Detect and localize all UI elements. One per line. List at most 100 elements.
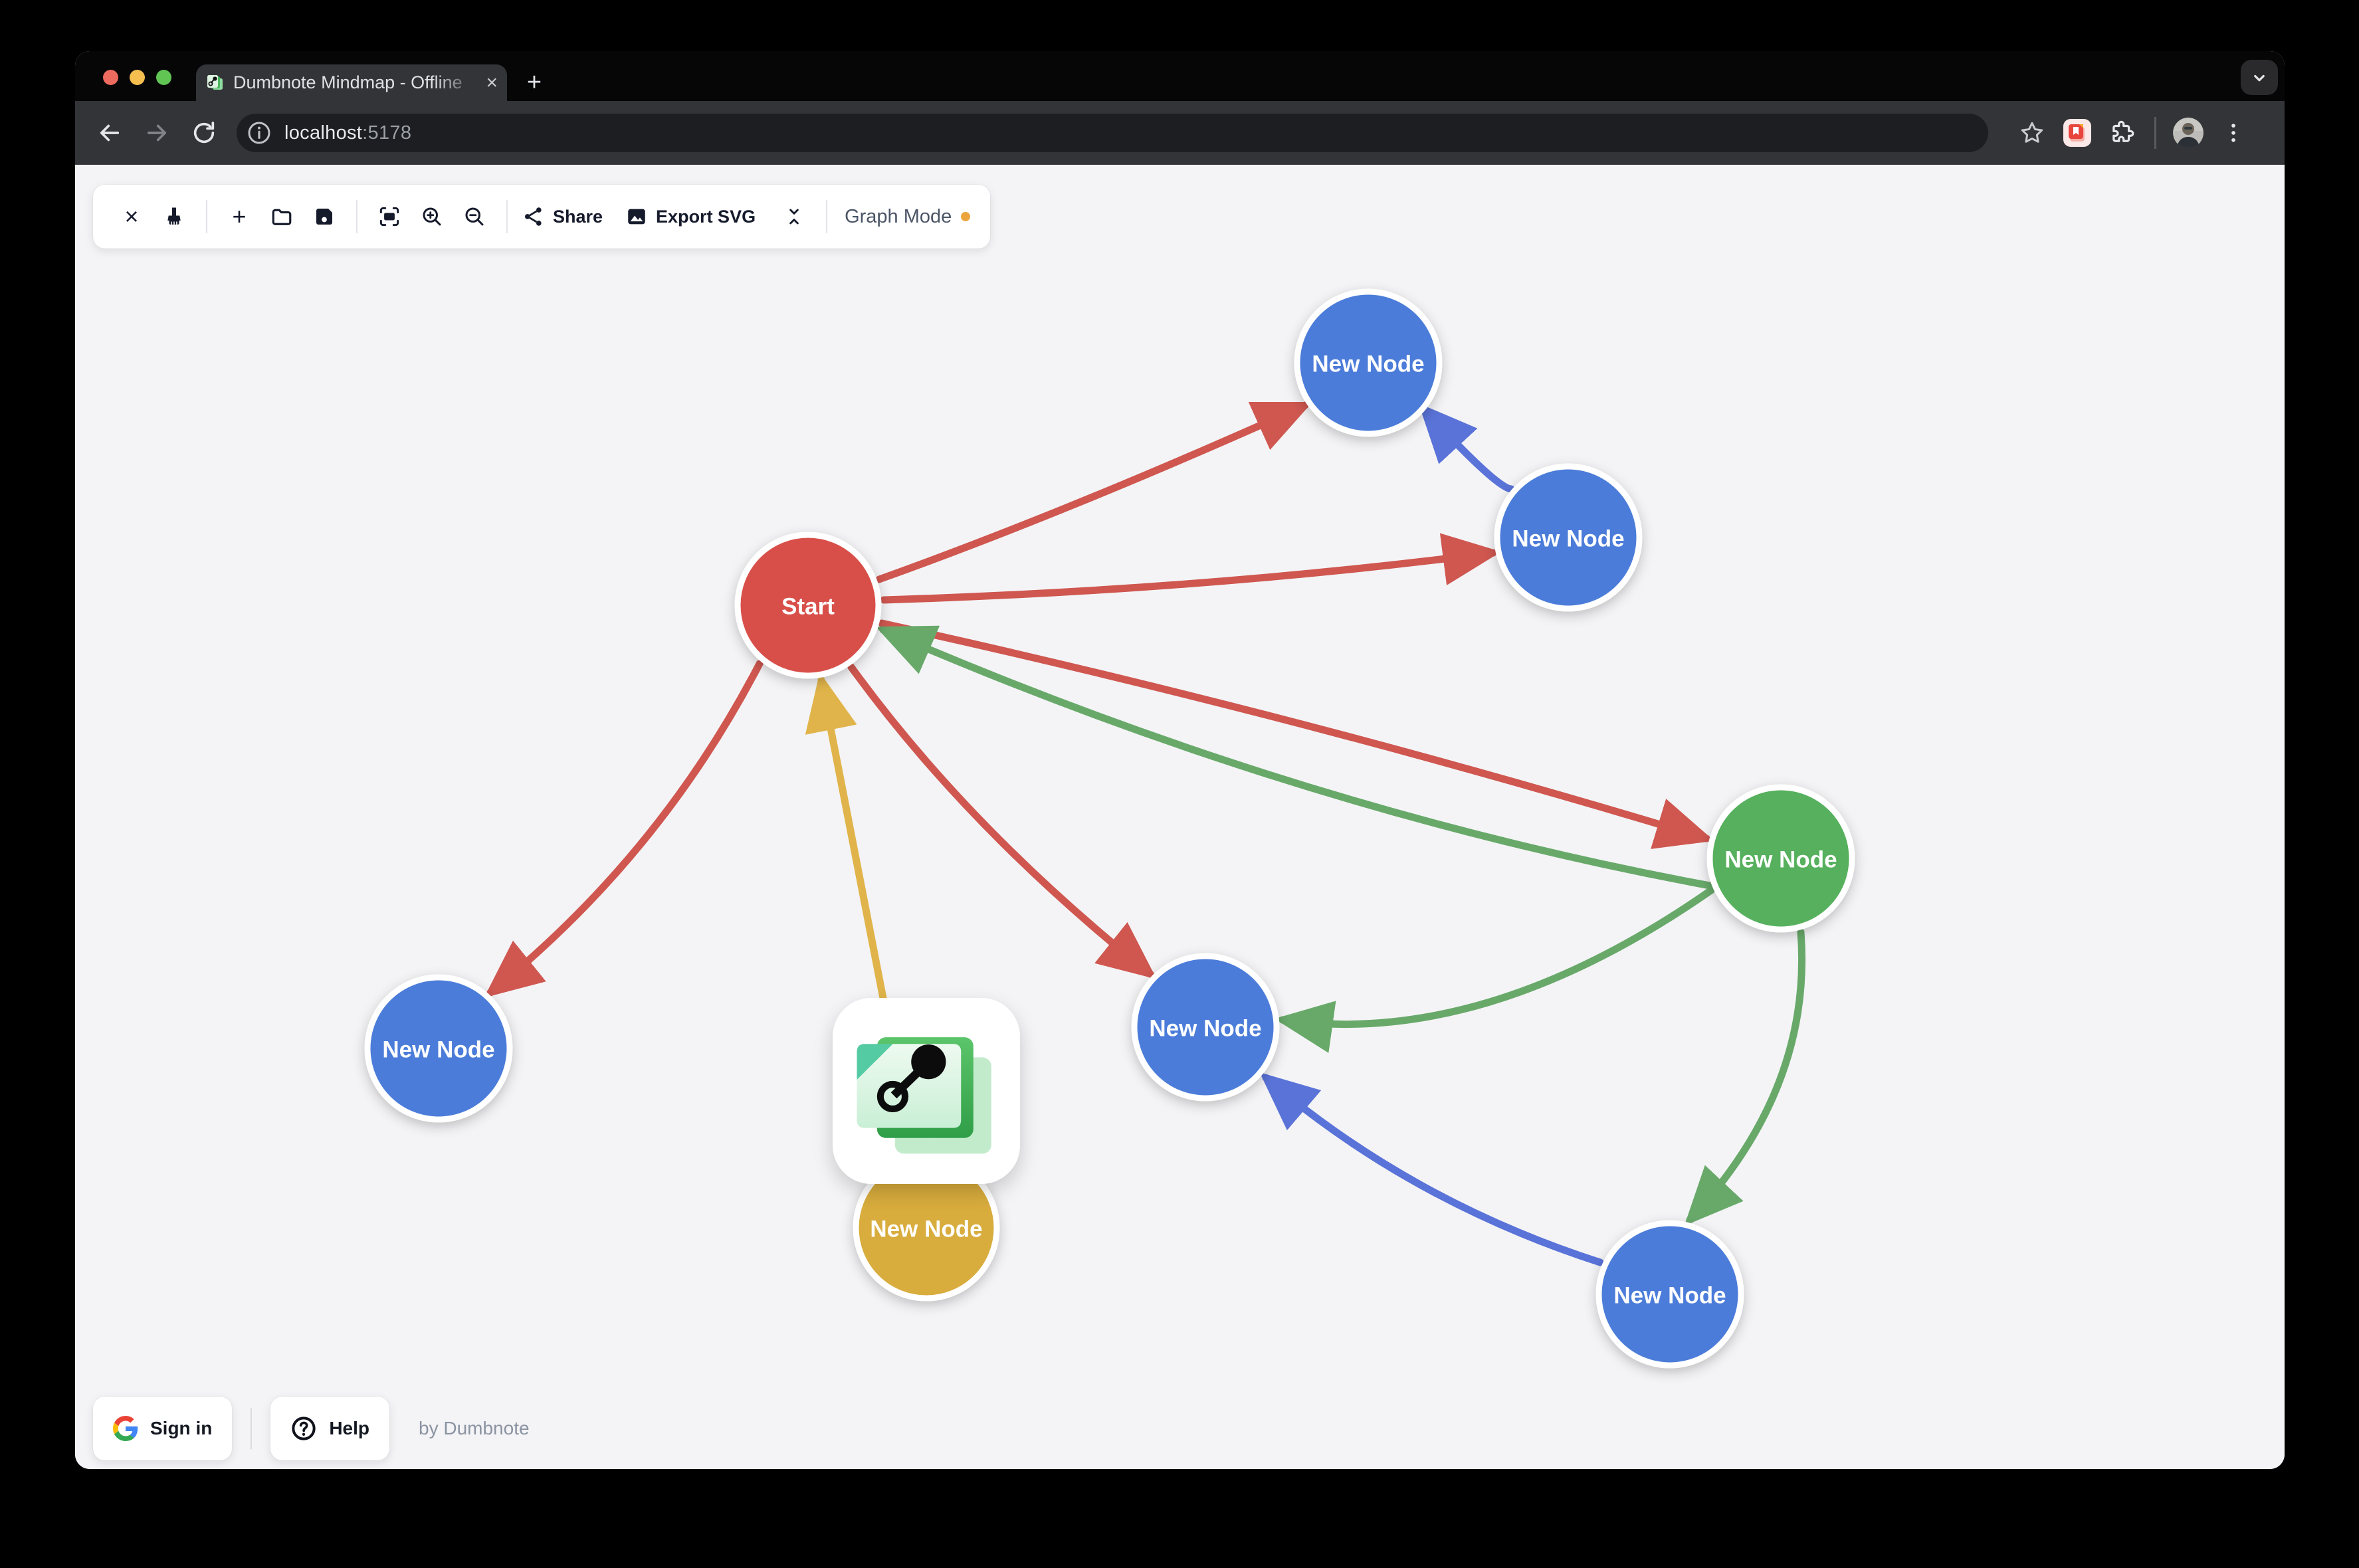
node-label: New Node [1149,1016,1261,1042]
node-circle[interactable] [1294,288,1443,437]
node-circle[interactable] [1494,463,1643,612]
toolbar-separator [356,200,358,233]
graph-mode-control[interactable]: Graph Mode [845,205,971,228]
page-footer: Sign in Help by Dumbnote [93,1397,530,1460]
add-node-button[interactable]: + [218,197,260,237]
edge-start-to-mid [847,663,1157,979]
url-host: localhost [284,122,363,144]
stacked-notes-icon [857,1037,991,1154]
browser-window: Dumbnote Mindmap - Offline × + local [75,51,2285,1469]
address-bar[interactable]: localhost:5178 [237,114,1988,152]
edge-start-to-top [875,401,1313,583]
edge-bottom-right-to-mid [1259,1072,1604,1266]
share-label: Share [553,206,603,227]
url-text: localhost:5178 [284,122,411,144]
node-circle[interactable] [734,532,882,679]
browser-toolbar: localhost:5178 [75,101,2285,165]
back-button[interactable] [95,118,124,147]
new-tab-button[interactable]: + [526,68,542,96]
browser-menu-icon[interactable] [2218,118,2249,148]
node-label: New Node [1512,526,1624,552]
minimize-window-button[interactable] [130,70,145,85]
folder-icon [272,209,292,225]
google-signin-button[interactable]: Sign in [93,1397,233,1460]
signin-label: Sign in [150,1418,213,1438]
editor-toolbar: × + [93,185,991,248]
plus-icon: + [232,203,247,230]
graph-node-mid[interactable]: New Node [1131,953,1280,1102]
graph-mode-label: Graph Mode [845,205,952,227]
node-circle[interactable] [1595,1220,1744,1369]
titlebar: Dumbnote Mindmap - Offline × + [75,51,2285,101]
graph-mode-status-dot [961,212,971,221]
node-circle[interactable] [1131,953,1280,1102]
browser-tab[interactable]: Dumbnote Mindmap - Offline × [196,64,507,101]
toolbar-separator [206,200,207,233]
save-floppy-icon [316,209,332,225]
node-circle[interactable] [1706,784,1855,933]
credit-text: by Dumbnote [419,1418,530,1438]
edge-right-to-top [1418,403,1515,493]
bookmark-star-icon[interactable] [2017,118,2047,148]
node-label: Start [781,594,835,620]
reload-button[interactable] [189,118,219,147]
fit-view-button[interactable] [368,197,411,237]
forward-button[interactable] [142,118,171,147]
tab-title: Dumbnote Mindmap - Offline [233,72,480,93]
node-circle[interactable] [364,974,513,1123]
tab-close-icon[interactable]: × [486,71,498,94]
edge-start-to-right [880,533,1502,604]
toolbar-separator [826,200,828,233]
clear-canvas-button[interactable]: × [110,197,153,237]
chevron-down-icon [2254,74,2265,81]
export-svg-button[interactable]: Export SVG [621,197,760,237]
extensions-puzzle-icon[interactable] [2107,118,2138,148]
paintbrush-icon [167,207,181,225]
footer-separator [251,1408,253,1449]
url-port: :5178 [362,122,412,144]
edge-green-to-mid [1274,886,1715,1053]
extension-app-icon[interactable] [2062,118,2093,148]
save-button[interactable] [303,197,346,237]
node-label: New Node [382,1037,494,1063]
close-icon: × [124,203,139,230]
node-label: New Node [1312,351,1424,377]
graph-node-bottom-right[interactable]: New Node [1595,1220,1744,1369]
fit-screen-icon [379,207,399,227]
graph-node-yellow[interactable]: New Node [853,1154,1000,1302]
open-file-button[interactable] [260,197,303,237]
theme-brush-button[interactable] [153,197,195,237]
dumbnote-app-icon [833,998,1020,1184]
maximize-window-button[interactable] [156,70,171,85]
share-button[interactable]: Share [518,197,607,237]
collapse-toolbar-button[interactable] [773,197,815,237]
graph-node-top[interactable]: New Node [1294,288,1443,437]
site-info-icon[interactable] [246,120,272,146]
edge-green-to-bottom-right [1684,928,1806,1226]
help-button[interactable]: Help [270,1397,390,1460]
help-label: Help [329,1418,370,1438]
profile-avatar[interactable] [2173,118,2204,148]
close-window-button[interactable] [103,70,118,85]
zoom-in-icon [423,207,441,226]
edge-start-to-green [878,619,1714,849]
zoom-in-button[interactable] [411,197,453,237]
graph-node-bottom-left[interactable]: New Node [364,974,513,1123]
zoom-out-button[interactable] [453,197,496,237]
graph-node-green[interactable]: New Node [1706,784,1855,933]
window-controls [103,70,171,85]
image-icon [628,209,645,225]
collapse-vertical-icon [789,209,799,225]
tab-search-button[interactable] [2241,60,2278,95]
export-svg-label: Export SVG [656,206,756,227]
node-label: New Node [1613,1283,1726,1309]
tab-favicon-icon [207,74,223,90]
toolbar-separator [506,200,508,233]
toolbar-divider [2154,117,2156,149]
zoom-out-icon [465,207,484,226]
edge-start-to-bottom-left [484,660,764,998]
graph-node-right[interactable]: New Node [1494,463,1643,612]
graph-node-start[interactable]: Start [734,532,882,679]
